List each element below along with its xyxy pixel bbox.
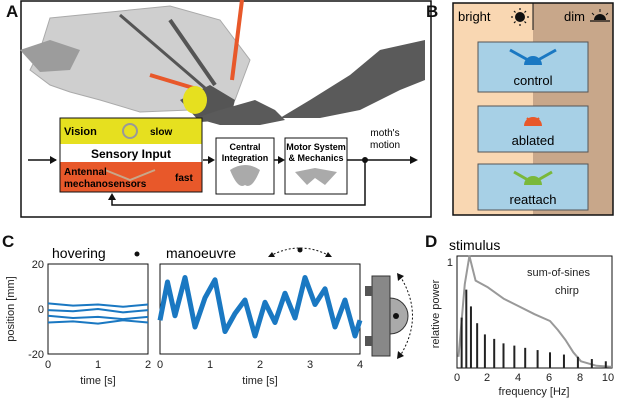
panel-c: hovering manoeuvre 20 0 -20 0 1 2 time [… bbox=[5, 245, 413, 387]
hover-xlabel: time [s] bbox=[80, 375, 115, 387]
d-xtick-6: 6 bbox=[546, 372, 552, 384]
condition-box-control bbox=[477, 41, 589, 93]
condition-label-ablated: ablated bbox=[512, 133, 555, 148]
central-label-1: Central bbox=[229, 142, 260, 152]
output-label-1: moth's bbox=[370, 128, 399, 139]
man-xtick-4: 4 bbox=[357, 359, 363, 371]
hover-trace-3 bbox=[47, 319, 149, 325]
d-xtick-10: 10 bbox=[602, 372, 614, 384]
eye-icon bbox=[122, 123, 138, 139]
legend-chirp: chirp bbox=[555, 285, 579, 297]
motor-system-box bbox=[284, 137, 348, 195]
hover-trace-1 bbox=[47, 308, 149, 314]
man-xtick-0: 0 bbox=[157, 359, 163, 371]
condition-box-ablated bbox=[477, 105, 589, 153]
hover-ytick-0: 0 bbox=[38, 304, 44, 316]
d-xtick-4: 4 bbox=[515, 372, 521, 384]
antenna-icon-control bbox=[509, 48, 529, 62]
condition-box-reattach bbox=[477, 163, 589, 211]
brain-icon bbox=[230, 165, 260, 186]
hover-title: hovering bbox=[52, 245, 106, 261]
d-axes bbox=[456, 255, 613, 369]
moth-head-illustration bbox=[20, 0, 425, 125]
c-ylabel: position [mm] bbox=[5, 276, 17, 341]
antenna-icon bbox=[104, 169, 156, 182]
fast-label: fast bbox=[175, 173, 193, 184]
panel-d: stimulus sum-of-sines chirp 1 relative p… bbox=[430, 237, 614, 398]
condition-label-reattach: reattach bbox=[510, 192, 557, 207]
panel-b: bright dim control ablated reattach bbox=[452, 2, 614, 216]
hover-axes bbox=[47, 263, 149, 355]
panel-label-b: B bbox=[426, 2, 439, 21]
hover-xtick-1: 1 bbox=[95, 359, 101, 371]
hover-trace-0 bbox=[47, 302, 149, 308]
antenna-icon-reattach bbox=[513, 170, 529, 182]
manoeuvre-title: manoeuvre bbox=[166, 245, 236, 261]
d-title: stimulus bbox=[449, 237, 500, 253]
panel-label-d: D bbox=[425, 232, 438, 251]
hover-dot bbox=[134, 251, 140, 257]
antenna-right bbox=[230, 0, 244, 81]
sun-icon bbox=[511, 8, 529, 26]
dim-label: dim bbox=[564, 9, 585, 24]
output-label-2: motion bbox=[370, 140, 400, 151]
central-label-2: Integration bbox=[222, 153, 269, 163]
antennal-label-2: mechanosensors bbox=[64, 179, 147, 190]
feedback-loop bbox=[111, 160, 366, 206]
man-xtick-3: 3 bbox=[307, 359, 313, 371]
motor-label-2: & Mechanics bbox=[288, 153, 343, 163]
sensory-input-label: Sensory Input bbox=[91, 147, 171, 161]
sensory-input-block bbox=[59, 117, 203, 193]
bright-label: bright bbox=[458, 9, 491, 24]
antennal-label-1: Antennal bbox=[64, 167, 107, 178]
d-xtick-2: 2 bbox=[484, 372, 490, 384]
man-xtick-2: 2 bbox=[257, 359, 263, 371]
d-xtick-8: 8 bbox=[577, 372, 583, 384]
manoeuvre-trace-0 bbox=[157, 275, 363, 339]
d-ylabel: relative power bbox=[430, 279, 442, 348]
d-xlabel: frequency [Hz] bbox=[499, 386, 570, 398]
hover-xtick-0: 0 bbox=[45, 359, 51, 371]
flower-robot-illustration bbox=[365, 273, 413, 359]
hover-trace-2 bbox=[47, 314, 149, 321]
legend-sos: sum-of-sines bbox=[527, 267, 590, 279]
motor-label-1: Motor System bbox=[286, 142, 346, 152]
sunset-icon bbox=[590, 9, 610, 22]
moth-icon bbox=[295, 168, 337, 185]
manoeuvre-arc bbox=[269, 247, 331, 257]
hover-ytick-minus20: -20 bbox=[28, 349, 44, 361]
panel-label-a: A bbox=[6, 2, 19, 21]
hover-xtick-2: 2 bbox=[145, 359, 151, 371]
panel-a: Vision slow Sensory Input Antennal mecha… bbox=[20, 0, 432, 218]
d-xtick-0: 0 bbox=[454, 372, 460, 384]
slow-label: slow bbox=[150, 127, 172, 138]
man-xlabel: time [s] bbox=[242, 375, 277, 387]
d-ytick-1: 1 bbox=[447, 257, 453, 269]
panel-label-c: C bbox=[2, 232, 15, 251]
vision-label: Vision bbox=[64, 126, 97, 138]
compound-eye bbox=[183, 86, 207, 114]
condition-label-control: control bbox=[513, 73, 552, 88]
man-xtick-1: 1 bbox=[207, 359, 213, 371]
hover-ytick-20: 20 bbox=[32, 259, 44, 271]
